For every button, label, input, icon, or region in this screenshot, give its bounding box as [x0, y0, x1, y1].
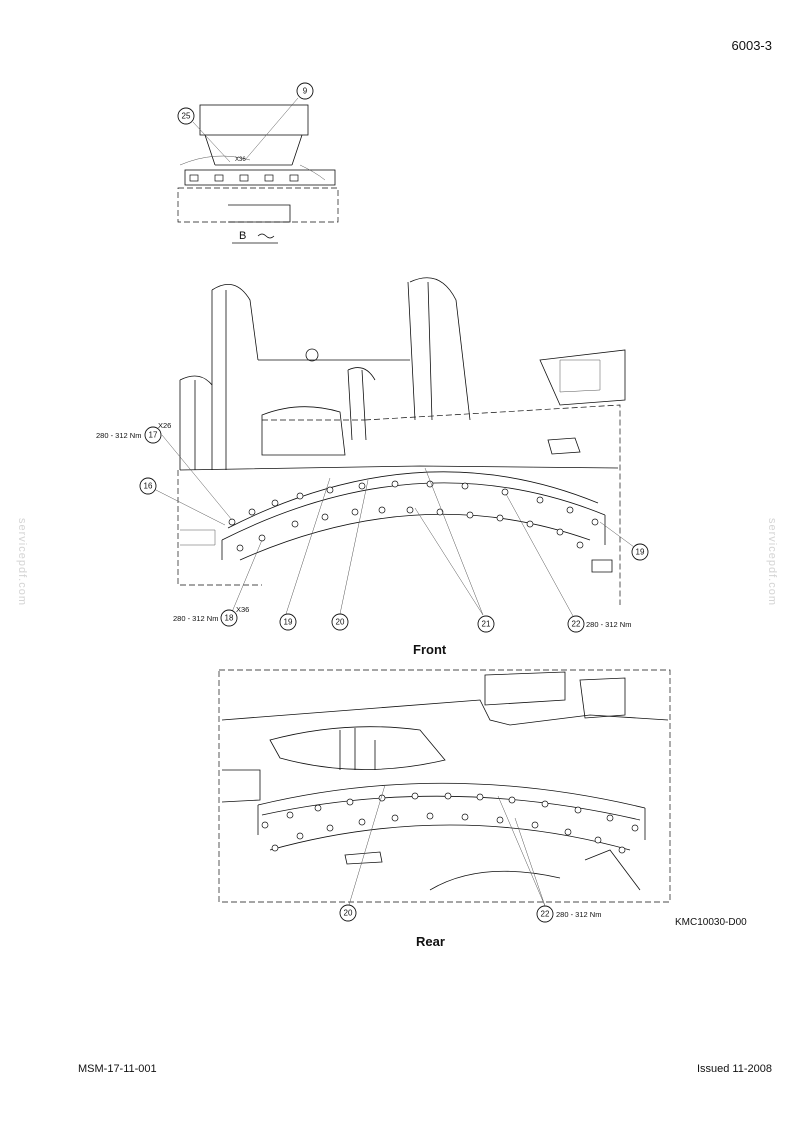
drawing-code: KMC10030-D00	[675, 917, 747, 928]
callout-20-rear: 20	[344, 909, 353, 918]
document-number: MSM-17-11-001	[78, 1063, 157, 1075]
front-view-drawing	[147, 277, 635, 617]
torque-label-17: 280 - 312 Nm	[96, 431, 142, 440]
torque-label-18: 280 - 312 Nm	[173, 614, 219, 623]
rear-view-drawing	[218, 669, 671, 907]
callout-18: 18	[225, 614, 234, 623]
rear-caption: Rear	[416, 934, 445, 949]
front-caption: Front	[413, 642, 447, 657]
callout-21: 21	[482, 620, 491, 629]
detail-b-label: B	[239, 230, 247, 242]
issue-date: Issued 11-2008	[696, 1063, 772, 1075]
callout-22-rear: 22	[541, 910, 550, 919]
detail-b-drawing	[177, 97, 339, 244]
torque-label-22-rear: 280 - 312 Nm	[556, 910, 602, 919]
callout-19-front: 19	[284, 618, 293, 627]
callout-22-front: 22	[572, 620, 581, 629]
callout-25: 25	[182, 112, 191, 121]
detail-bolt-count: X36	[235, 157, 246, 163]
callout-19-right: 19	[636, 548, 645, 557]
count-label-17: X26	[158, 421, 172, 430]
callout-20-front: 20	[336, 618, 345, 627]
callout-16: 16	[144, 482, 153, 491]
callout-17: 17	[149, 431, 158, 440]
torque-label-22-front: 280 - 312 Nm	[586, 620, 632, 629]
page-number: 6003-3	[731, 38, 772, 53]
count-label-18: X36	[236, 605, 250, 614]
callout-9: 9	[303, 87, 308, 96]
